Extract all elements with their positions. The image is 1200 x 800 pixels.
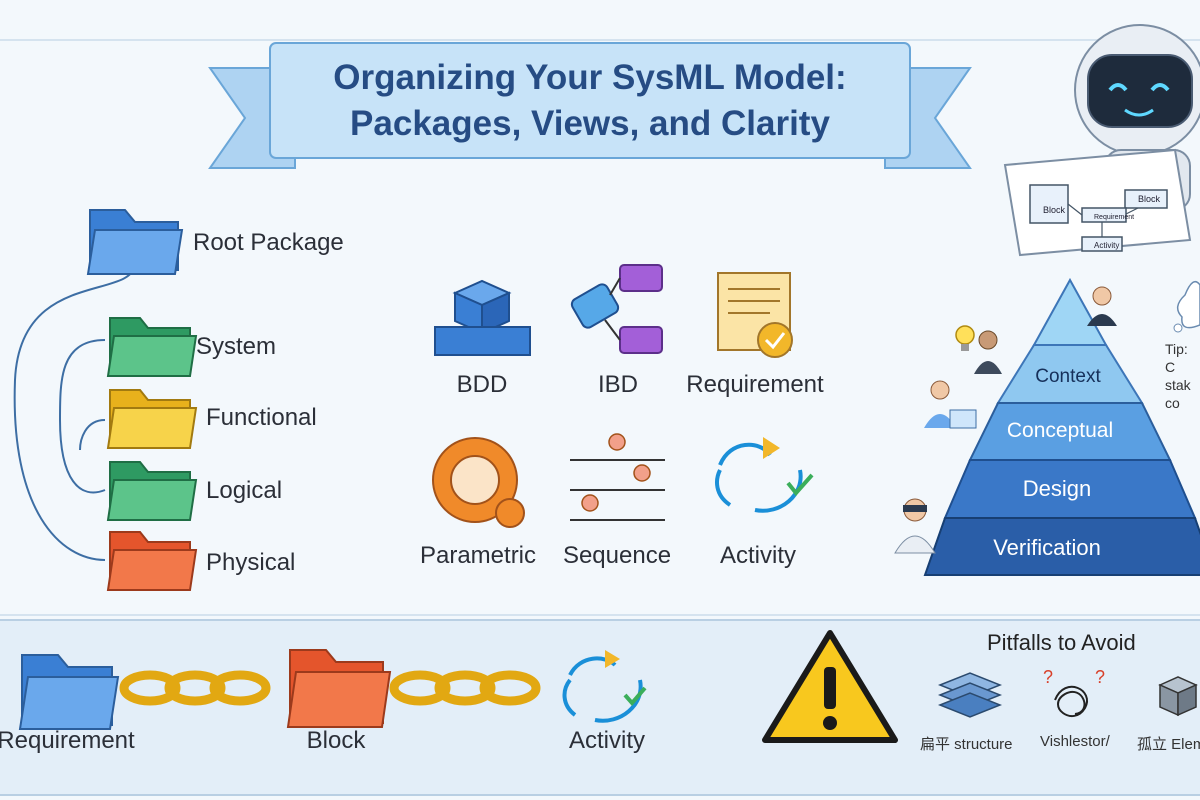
physical-folder-icon: [106, 531, 198, 591]
pyramid-level-verification: [923, 517, 1200, 576]
map-sheet: [1003, 148, 1192, 257]
logical-package-label: Logical: [206, 477, 283, 504]
pitfall-flat-structure: 扁平 structure: [920, 736, 1013, 753]
root-package-label: Root Package: [193, 229, 344, 256]
isolated-element-icon: [1158, 676, 1198, 717]
pyramid-label-design: Design: [1022, 476, 1092, 501]
title-banner: [208, 42, 972, 169]
map-label-requirement: Requirement: [1094, 214, 1134, 221]
diagram-type-requirement: Requirement: [686, 371, 824, 398]
diagram-type-sequence: Sequence: [562, 542, 672, 569]
svg-text:?: ?: [1095, 667, 1105, 687]
page-title: Organizing Your SysML Model: Packages, V…: [270, 55, 910, 147]
tree-connector: [13, 264, 136, 561]
person-icon: [974, 330, 1002, 374]
pyramid-label-context: Context: [1035, 366, 1101, 387]
sequence-icon: [570, 433, 665, 521]
title-line-1: Organizing Your SysML Model:: [333, 58, 847, 97]
person-icon: [894, 498, 936, 554]
logical-folder-icon: [106, 461, 198, 521]
requirement-icon: [717, 272, 793, 358]
activity-cycle-icon: [562, 650, 647, 723]
thought-bubble-icon: [1173, 280, 1200, 333]
flat-structure-icon: [937, 672, 1003, 718]
parametric-icon: [432, 437, 525, 528]
ibd-icon: [570, 264, 663, 354]
map-label-block-2: Block: [1138, 194, 1161, 204]
map-labels: Block Block Requirement Activity: [1043, 194, 1161, 250]
pitfall-isolated-element: 孤立 Elem: [1137, 736, 1200, 753]
map-label-activity: Activity: [1094, 241, 1119, 250]
root-folder-icon: [86, 209, 184, 275]
system-folder-icon: [106, 317, 198, 377]
activity-icon: [715, 437, 814, 513]
traceability-chain: [18, 649, 647, 730]
system-package-label: System: [196, 333, 277, 360]
block-folder-icon: [286, 649, 392, 728]
functional-folder-icon: [106, 389, 198, 449]
package-tree: [13, 209, 198, 591]
pyramid-label-verification: Verification: [993, 535, 1101, 560]
pitfall-vishlestor: Vishlestor/: [1040, 733, 1110, 750]
pyramid-label-conceptual: Conceptual: [1006, 419, 1114, 442]
trace-label-block: Block: [306, 727, 366, 754]
functional-package-label: Functional: [206, 404, 317, 431]
diagram-types: [432, 264, 814, 528]
bdd-icon: [434, 279, 531, 356]
person-icon: [924, 380, 977, 429]
requirement-folder-icon: [18, 654, 120, 730]
abstraction-pyramid: [894, 277, 1200, 576]
physical-package-label: Physical: [206, 549, 296, 576]
robot-illustration: [1003, 24, 1200, 257]
trace-label-activity: Activity: [568, 727, 646, 754]
tip-text: Tip: C stak co: [1165, 341, 1191, 411]
warning-icon: [762, 630, 898, 743]
diagram-type-bdd: BDD: [456, 371, 508, 398]
map-label-block-1: Block: [1043, 205, 1066, 215]
person-icon: [1087, 286, 1117, 326]
pitfalls-panel: ? ?: [762, 630, 1198, 743]
chain-link-icon: [119, 670, 541, 706]
pitfalls-heading: Pitfalls to Avoid: [987, 630, 1136, 655]
diagram-type-parametric: Parametric: [419, 542, 537, 569]
tangled-icon: ? ?: [1043, 667, 1105, 718]
trace-label-requirement: Requirement: [0, 727, 135, 754]
lightbulb-icon: [955, 325, 975, 351]
diagram-type-ibd: IBD: [597, 371, 639, 398]
title-line-2: Packages, Views, and Clarity: [350, 104, 830, 143]
svg-text:?: ?: [1043, 667, 1053, 687]
diagram-type-activity: Activity: [719, 542, 797, 569]
